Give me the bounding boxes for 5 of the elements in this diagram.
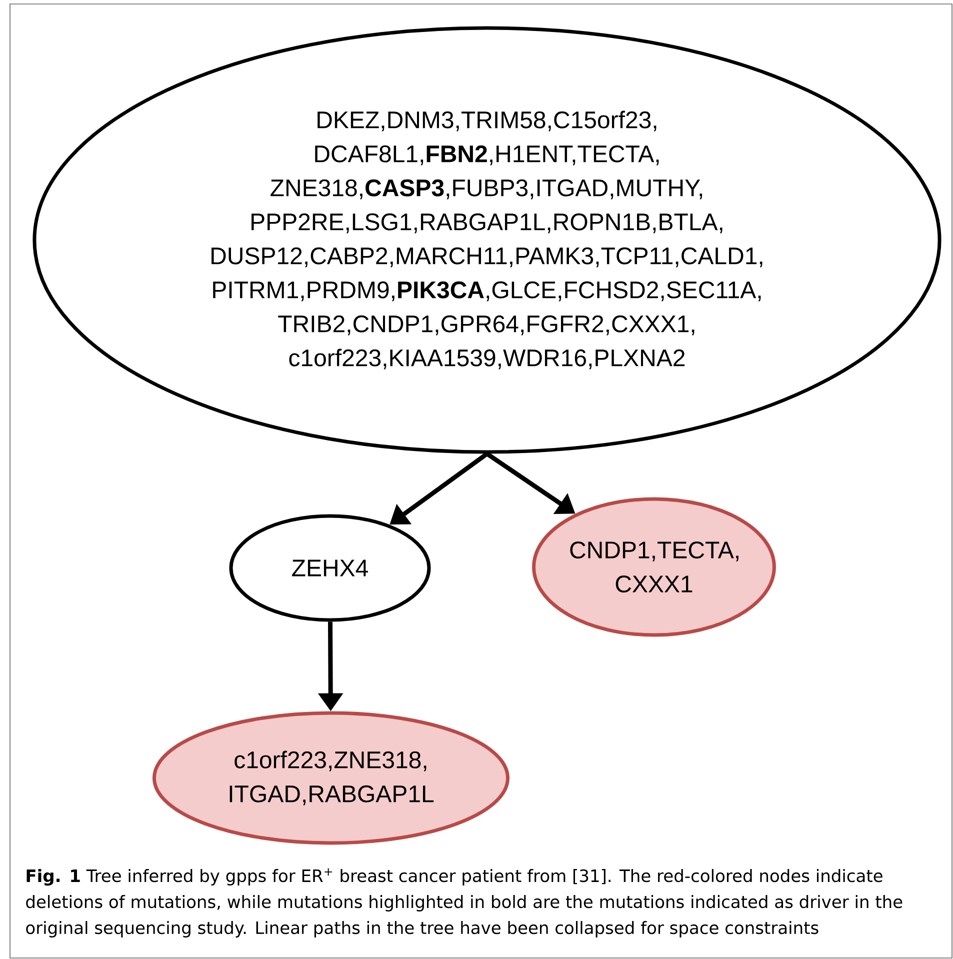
ellipse-node: c1orf223,ZNE318, ITGAD,RABGAP1L [152, 711, 510, 845]
ellipse-node: ZEHX4 [229, 514, 431, 622]
ellipse-node: DKEZ,DNM3,TRIM58,C15orf23, DCAF8L1,FBN2,H1ENT,TECTA, ZNE318,CASP3,FUBP3,ITGAD,MUTHY, PPP2RE,LSG1,RABGAP1L,ROPN1B,BTLA, DUSP12,CABP2,MARCH11,PAMK3,TCP11,CALD1, PITRM1,PRDM9,PIK3CA,GLCE,FCHSD2,SEC11A, TRIB2,CNDP1,GPR64,FGFR2,CXXX1, c1orf223,KIAA1539,WDR16,PLXNA2 [32, 26, 942, 454]
caption: Fig. 1 Tree inferred by gpps for ER$^{+}$ breast cancer patient from [31]. The red-colored nodes indicate deletions of mutations, while mutations highlighted in bold are the mutations indicated as driver in the original sequencing study. Linear paths in the tree have been collapsed for space constraints [26, 868, 902, 938]
ellipse-node: CNDP1,TECTA, CXXX1 [532, 497, 776, 637]
